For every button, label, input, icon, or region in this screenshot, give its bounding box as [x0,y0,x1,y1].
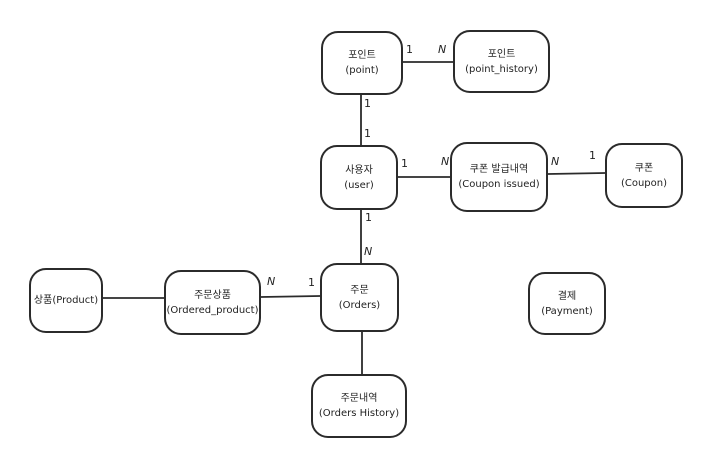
cardinality-label-point-history-left: N [438,43,447,56]
entity-ordered-product-label-korean: 주문상품 [194,289,231,301]
entity-ordered-product-label-english: (Ordered_product) [166,304,259,316]
entity-point-history-label-english: (point_history) [465,63,538,75]
cardinality-label-user-bottom: 1 [365,211,372,224]
entity-point-label-english: (point) [345,65,379,76]
cardinality-label-coupon-issued-right: N [551,155,560,168]
entity-coupon: 쿠폰 (Coupon) [605,143,683,208]
entity-point: 포인트 (point) [321,31,403,95]
entity-coupon-label-korean: 쿠폰 [634,162,654,174]
entity-product: 상품(Product) [29,268,103,333]
entity-orders: 주문 (Orders) [320,263,399,332]
connection-line-coupon-issued-coupon [547,172,606,175]
entity-orders-history: 주문내역 (Orders History) [311,374,407,438]
cardinality-label-coupon-issued-left: N [441,155,450,168]
entity-payment-label-korean: 결제 [557,290,577,302]
entity-payment-label-english: (Payment) [541,305,593,317]
entity-coupon-issued-label-korean: 쿠폰 발급내역 [469,164,529,175]
cardinality-label-coupon-left: 1 [589,149,596,162]
entity-user: 사용자 (user) [320,145,398,210]
entity-user-label-english: (user) [344,179,374,191]
entity-user-label-korean: 사용자 [345,164,373,176]
entity-coupon-issued-label-english: (Coupon issued) [458,179,540,190]
entity-coupon-issued: 쿠폰 발급내역 (Coupon issued) [450,142,548,212]
cardinality-label-user-right: 1 [401,157,408,170]
entity-point-history-label-korean: 포인트 [487,48,516,60]
entity-payment: 결제 (Payment) [528,272,606,335]
cardinality-label-orders-left: 1 [308,276,315,289]
cardinality-label-user-top: 1 [364,127,371,140]
entity-ordered-product: 주문상품 (Ordered_product) [164,270,261,335]
entity-coupon-label-english: (Coupon) [620,177,668,189]
entity-point-label-korean: 포인트 [348,50,376,61]
cardinality-label-point-bottom: 1 [364,97,371,110]
entity-orders-history-label-english: (Orders History) [318,408,400,419]
cardinality-label-point-right: 1 [406,43,413,56]
cardinality-label-ordered-product-right: N [267,275,276,288]
entity-orders-label-korean: 주문 [350,284,369,296]
entity-point-history: 포인트 (point_history) [453,30,550,93]
cardinality-label-orders-top: N [364,245,373,258]
entity-orders-history-label-korean: 주문내역 [340,393,378,404]
connection-line-ordered-product-orders [260,295,321,298]
entity-orders-label-english: (Orders) [338,299,381,311]
entity-product-label: 상품(Product) [33,295,99,306]
